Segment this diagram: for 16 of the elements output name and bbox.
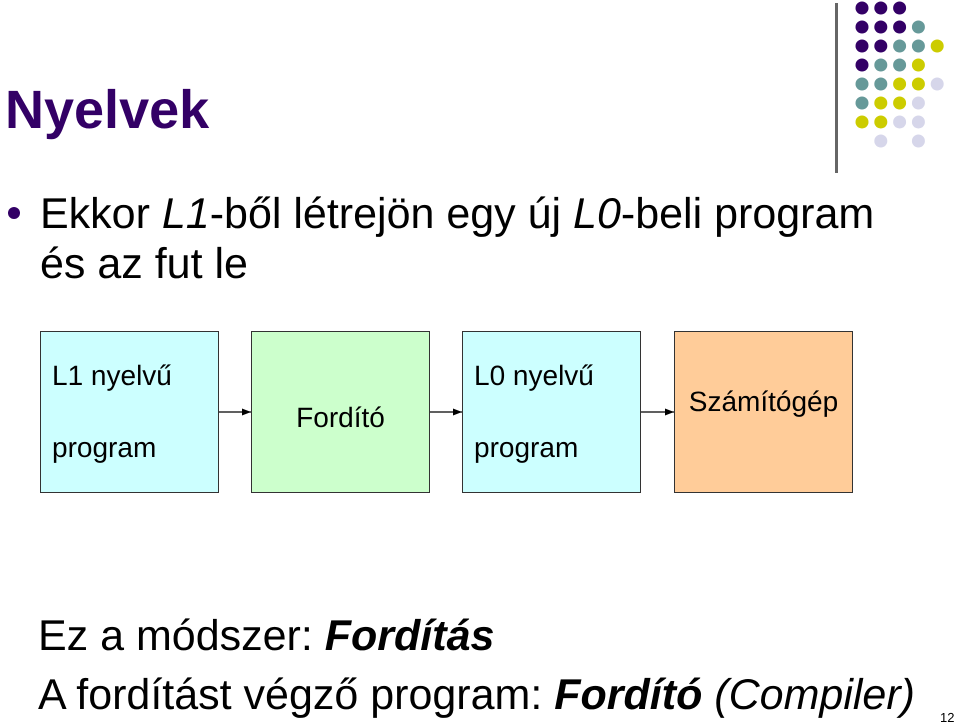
arrow bbox=[430, 408, 462, 416]
page-number: 12 bbox=[940, 710, 956, 725]
box-label: Fordító bbox=[296, 402, 385, 434]
process-box bbox=[674, 331, 853, 493]
box-label: L0 nyelvű program bbox=[474, 359, 595, 465]
arrow bbox=[641, 408, 674, 416]
process-box bbox=[40, 331, 219, 493]
box-label: Számítógép bbox=[688, 386, 838, 418]
box-label: L1 nyelvű program bbox=[52, 359, 173, 465]
process-box bbox=[251, 331, 430, 493]
body-text: A fordítást végző program: Fordító (Compiler) bbox=[38, 670, 916, 720]
arrow bbox=[219, 408, 251, 416]
slide-title: Nyelvek bbox=[5, 79, 210, 141]
body-text: Ez a módszer: Fordítás bbox=[38, 611, 496, 661]
process-box bbox=[462, 331, 641, 493]
bullet-text: Ekkor L1-ből létrejön egy új L0-beli program és az fut le bbox=[40, 189, 876, 289]
